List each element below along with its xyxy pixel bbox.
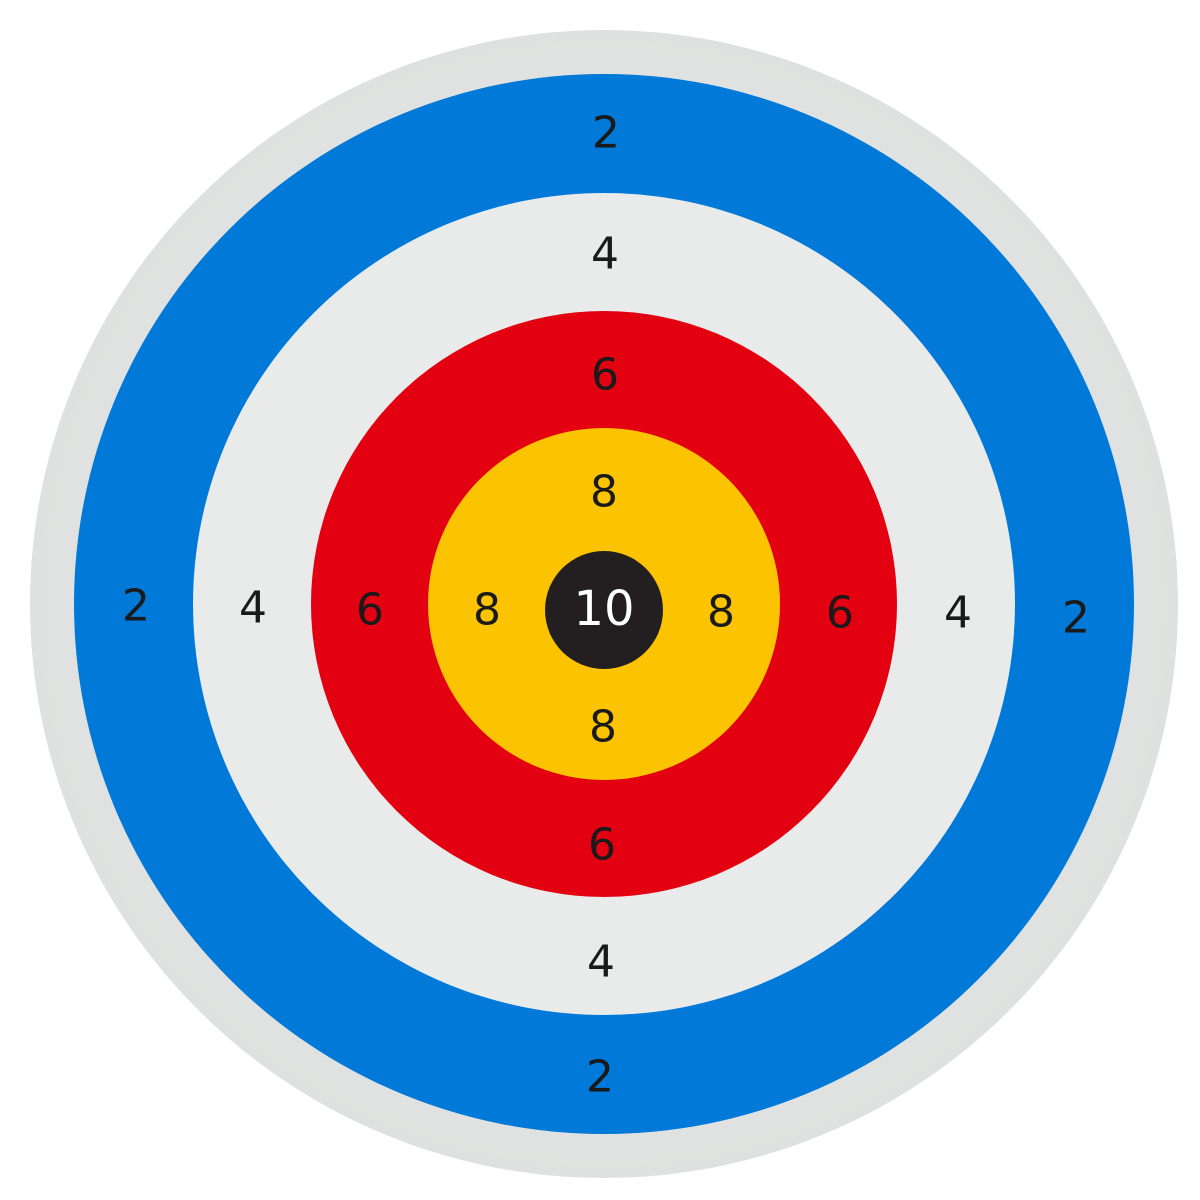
- score-label-center: 10: [573, 581, 634, 637]
- score-label-yellow-right: 8: [707, 587, 735, 638]
- score-label-white-right: 4: [944, 588, 972, 639]
- score-label-white-bottom: 4: [587, 937, 615, 988]
- score-label-red-bottom: 6: [588, 820, 616, 871]
- score-label-white-left: 4: [239, 583, 267, 634]
- score-label-red-left: 6: [356, 585, 384, 636]
- score-label-yellow-left: 8: [473, 585, 501, 636]
- score-label-yellow-bottom: 8: [589, 702, 617, 753]
- score-label-blue-bottom: 2: [586, 1052, 614, 1103]
- score-label-blue-left: 2: [122, 581, 150, 632]
- score-label-yellow-top: 8: [590, 467, 618, 518]
- score-label-blue-right: 2: [1062, 593, 1090, 644]
- score-label-blue-top: 2: [592, 108, 620, 159]
- score-label-white-top: 4: [591, 229, 619, 280]
- score-label-red-right: 6: [826, 588, 854, 639]
- ring-black: [545, 551, 663, 669]
- score-label-red-top: 6: [591, 350, 619, 401]
